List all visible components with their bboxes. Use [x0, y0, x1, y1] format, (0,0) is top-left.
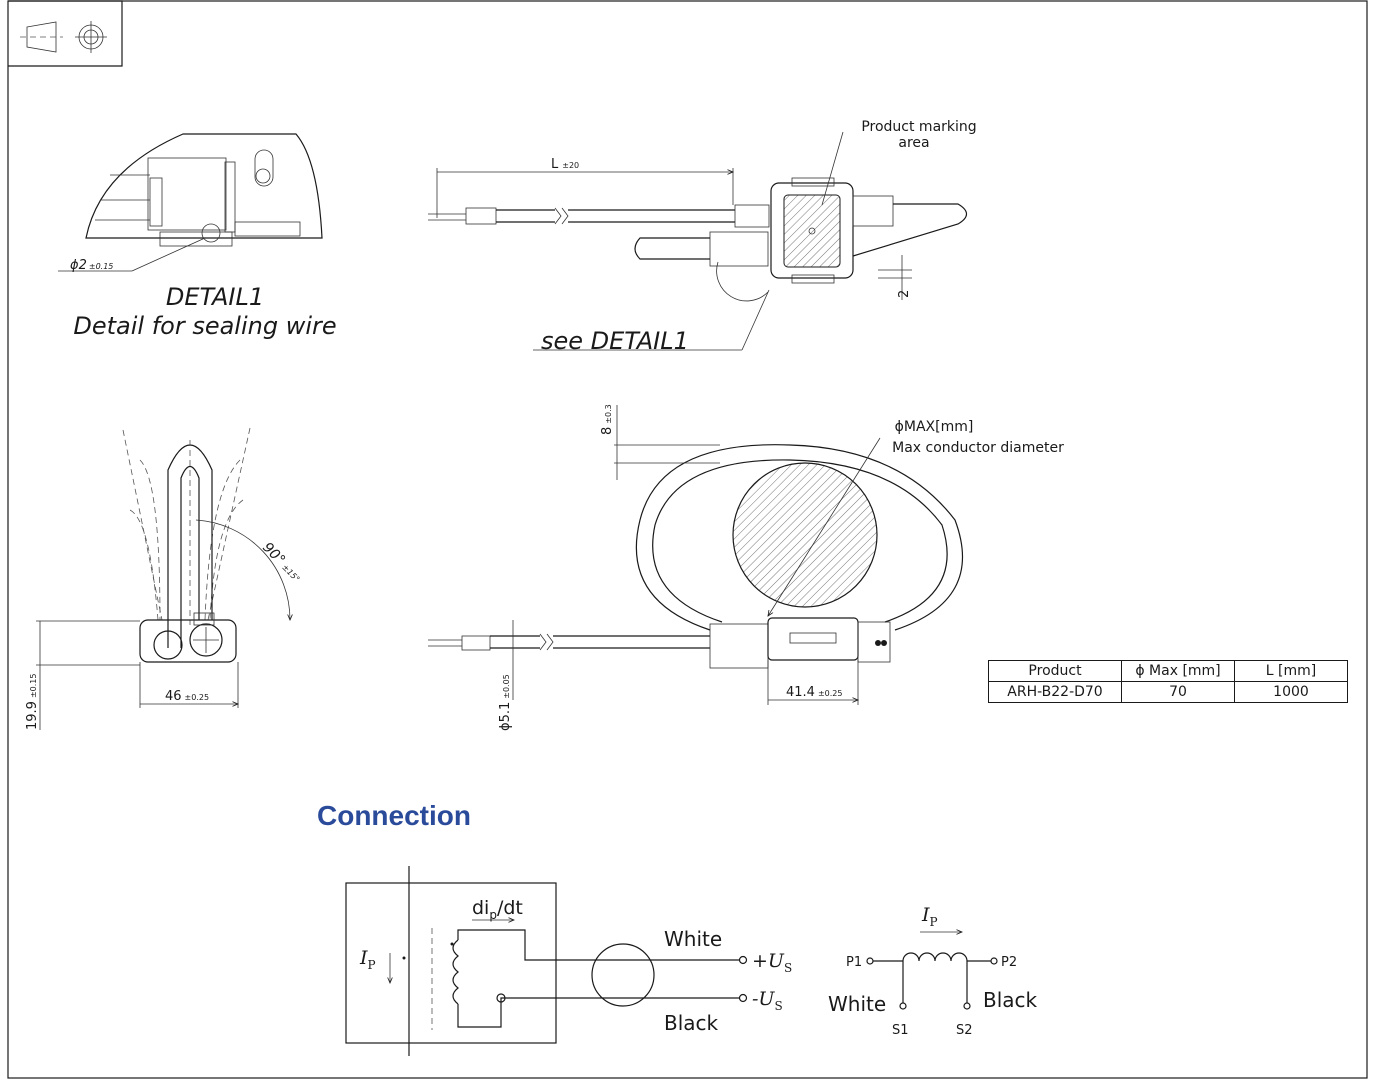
hole-tol-label: ±0.15 — [89, 262, 114, 271]
wall-tol-label: ±0.3 — [604, 404, 613, 423]
max-dia-label: ϕMAX[mm] — [895, 419, 974, 435]
cable-dia-label: ϕ5.1 — [498, 702, 513, 731]
wall-dim-label: 8 — [600, 427, 615, 435]
svg-text:L±20: L±20 — [551, 157, 579, 172]
angle-tol-label: ±15° — [280, 563, 301, 584]
cable-tol-label: ±0.05 — [502, 674, 511, 699]
gap-dim-label: 2 — [897, 290, 912, 298]
width-dim-label: 46 — [165, 689, 182, 704]
plus-us-label: +U — [752, 950, 785, 972]
angle-dim-label: 90° — [259, 540, 288, 569]
white2-label: White — [828, 992, 886, 1016]
product-marking-label-2: area — [898, 135, 929, 151]
connection-schematic — [345, 866, 748, 1056]
svg-text:41.4±0.25: 41.4±0.25 — [786, 685, 842, 700]
svg-text:46±0.25: 46±0.25 — [165, 689, 209, 704]
front-view-drawing — [428, 405, 964, 705]
ip-label: I — [359, 947, 368, 969]
black2-label: Black — [983, 988, 1038, 1012]
dip-label: di — [472, 897, 489, 919]
see-detail-label: see DETAIL1 — [541, 327, 689, 355]
p2-label: P2 — [1001, 955, 1017, 970]
dip-sub-label: p — [489, 908, 497, 922]
product-marking-label: Product marking — [861, 119, 976, 135]
table-header: L [mm] — [1234, 660, 1348, 682]
ip-sub-label: P — [368, 958, 376, 972]
coil-schematic — [866, 932, 998, 1010]
top-view-drawing — [428, 131, 968, 351]
svg-text:19.9±0.15: 19.9 ±0.15 — [25, 674, 40, 730]
product-table: Product ϕ Max [mm] L [mm] ARH-B22-D70 70… — [988, 660, 1348, 703]
body-len-label: 41.4 — [786, 685, 815, 700]
max-dia-desc-label: Max conductor diameter — [892, 440, 1064, 456]
svg-text:90°±15°: 90°±15° — [259, 540, 305, 586]
white-wire-label: White — [664, 927, 722, 951]
side-view-drawing — [36, 427, 290, 730]
svg-text:8±0.3: 8 ±0.3 — [600, 404, 615, 435]
table-cell: ARH-B22-D70 — [988, 681, 1122, 703]
length-dim-label: L — [551, 157, 559, 172]
plus-us-sub-label: S — [784, 961, 792, 975]
minus-us-sub-label: S — [774, 999, 782, 1013]
black-wire-label: Black — [664, 1011, 719, 1035]
p1-label: P1 — [846, 955, 862, 970]
svg-text:ϕ2±0.15: ϕ2±0.15 — [70, 258, 113, 273]
table-cell: 70 — [1121, 681, 1235, 703]
table-header: ϕ Max [mm] — [1121, 660, 1235, 682]
page-border — [7, 0, 1368, 1079]
svg-text:ϕ5.1±0.05: ϕ5.1 ±0.05 — [498, 674, 513, 731]
table-cell: 1000 — [1234, 681, 1348, 703]
svg-text:dip/dt: dip/dt — [472, 897, 523, 922]
detail1-view — [58, 133, 323, 272]
detail-subtitle: Detail for sealing wire — [73, 312, 336, 340]
svg-text:IP: IP — [921, 904, 938, 929]
detail-title: DETAIL1 — [166, 283, 264, 311]
table-row: ARH-B22-D70 70 1000 — [988, 681, 1348, 703]
s1-label: S1 — [892, 1023, 909, 1038]
table-header-row: Product ϕ Max [mm] L [mm] — [988, 660, 1348, 682]
height-dim-label: 19.9 — [25, 701, 40, 730]
projection-symbol-icon — [8, 0, 123, 67]
svg-text:IP: IP — [359, 947, 376, 972]
height-tol-label: ±0.15 — [29, 674, 38, 699]
dip-rest-label: /dt — [497, 897, 523, 919]
table-header: Product — [988, 660, 1122, 682]
length-tol-label: ±20 — [562, 161, 579, 170]
s2-label: S2 — [956, 1023, 973, 1038]
connection-title: Connection — [317, 800, 471, 831]
ip2-sub-label: P — [930, 915, 938, 929]
ip2-label: I — [921, 904, 930, 926]
svg-text:-US: -US — [752, 988, 783, 1013]
width-tol-label: ±0.25 — [185, 693, 210, 702]
svg-text:+US: +US — [752, 950, 792, 975]
body-tol-label: ±0.25 — [818, 689, 843, 698]
hole-dim-label: ϕ2 — [70, 258, 87, 273]
minus-us-label: -U — [752, 988, 775, 1010]
